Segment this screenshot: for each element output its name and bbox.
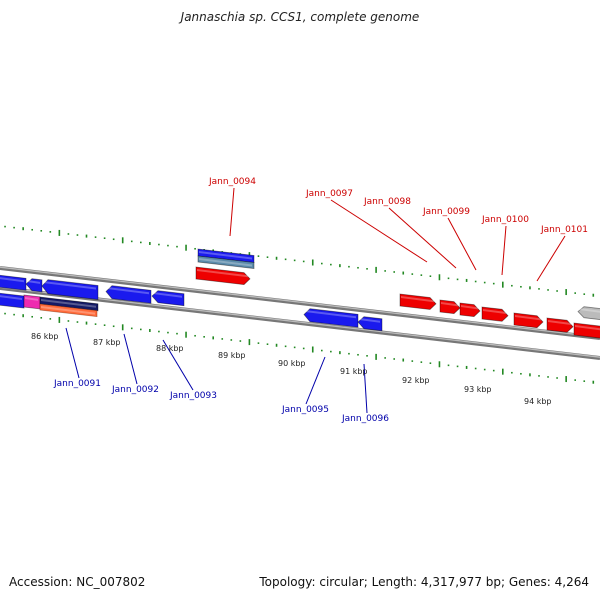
reverse-gene	[25, 278, 43, 293]
forward-gene	[439, 299, 461, 315]
genome-summary: Topology: circular; Length: 4,317,977 bp…	[259, 575, 589, 589]
reverse-gene-highlight	[305, 310, 356, 319]
upper-tick-row	[4, 225, 595, 297]
reverse-gene-highlight	[107, 287, 149, 295]
forward-gene-leader	[536, 235, 566, 282]
forward-gene-label[interactable]: Jann_0100	[481, 215, 529, 225]
reverse-gene-highlight	[0, 295, 22, 301]
reverse-gene	[303, 308, 359, 328]
dark-feature-highlight	[41, 299, 96, 308]
teal-feature-highlight	[199, 258, 252, 267]
scale-label: 90 kbp	[278, 359, 306, 368]
forward-gene-highlight	[515, 315, 541, 321]
orange-feature-highlight	[41, 306, 95, 315]
forward-gene-highlight	[401, 296, 434, 303]
forward-gene-label[interactable]: Jann_0098	[363, 197, 411, 207]
reverse-gene-leader	[363, 363, 368, 414]
genome-backbone	[0, 266, 600, 360]
reverse-gene-highlight	[199, 251, 252, 260]
reverse-gene-highlight	[359, 318, 380, 323]
reverse-gene-label[interactable]: Jann_0093	[169, 391, 217, 401]
gene-label-leaders	[65, 187, 566, 414]
forward-gene-highlight	[548, 320, 571, 326]
forward-gene-leader	[501, 225, 507, 276]
scale-label: 89 kbp	[218, 351, 246, 360]
scale-label: 93 kbp	[464, 385, 492, 394]
reverse-gene	[41, 279, 99, 300]
scale-label: 91 kbp	[340, 367, 368, 376]
reverse-gene-leader	[123, 333, 138, 385]
lower-tick-row	[4, 312, 595, 384]
forward-gene	[546, 317, 574, 333]
scale-label: 88 kbp	[156, 344, 184, 353]
reverse-gene-label[interactable]: Jann_0096	[341, 414, 389, 424]
gene-features	[0, 248, 600, 339]
forward-gene-highlight	[483, 309, 506, 315]
dark-feature	[39, 296, 99, 312]
scale-label: 87 kbp	[93, 338, 121, 347]
forward-gene-label[interactable]: Jann_0099	[422, 207, 470, 217]
reverse-gene-highlight	[0, 277, 24, 283]
forward-gene-label[interactable]: Jann_0101	[540, 225, 588, 235]
forward-gene-label[interactable]: Jann_0094	[208, 177, 256, 187]
teal-feature	[197, 255, 255, 269]
reverse-gene	[105, 285, 152, 304]
forward-gene	[459, 302, 481, 318]
gray-feature-highlight	[579, 308, 600, 313]
reverse-gene-label[interactable]: Jann_0092	[111, 385, 159, 395]
reverse-gene	[151, 290, 185, 307]
forward-gene-leader	[388, 207, 457, 269]
scale-label: 94 kbp	[524, 397, 552, 406]
orange-feature	[39, 303, 98, 318]
reverse-gene-label[interactable]: Jann_0091	[53, 379, 101, 389]
forward-gene	[195, 266, 251, 286]
forward-gene-highlight	[575, 325, 600, 331]
forward-gene	[481, 306, 509, 322]
forward-gene-highlight	[197, 269, 248, 278]
forward-gene	[573, 322, 600, 339]
reverse-gene	[357, 316, 383, 332]
reverse-gene	[0, 274, 27, 291]
reverse-gene-leader	[305, 356, 326, 405]
scale-label: 92 kbp	[402, 376, 430, 385]
reverse-gene-highlight	[153, 292, 182, 298]
genome-title: Jannaschia sp. CCS1, complete genome	[180, 10, 420, 24]
forward-gene-leader	[330, 199, 428, 263]
forward-gene	[513, 312, 544, 329]
reverse-gene-label[interactable]: Jann_0095	[281, 405, 329, 415]
reverse-gene-highlight	[43, 281, 96, 290]
reverse-gene-highlight	[27, 280, 40, 284]
forward-gene-leader	[447, 217, 477, 271]
pink-feature-highlight	[25, 297, 38, 301]
forward-gene-highlight	[441, 302, 458, 307]
reverse-gene-leader	[162, 339, 194, 391]
pink-feature	[23, 294, 41, 310]
reverse-gene	[0, 292, 25, 309]
gray-feature	[577, 306, 600, 320]
forward-gene	[399, 293, 437, 310]
accession-label: Accession: NC_007802	[9, 575, 146, 589]
forward-gene-label[interactable]: Jann_0097	[305, 189, 353, 199]
gene-labels: 86 kbp 87 kbp 88 kbp 89 kbp 90 kbp 91 kbp 92 k…	[31, 177, 588, 424]
scale-label: 86 kbp	[31, 332, 59, 341]
forward-gene-highlight	[461, 305, 478, 310]
forward-gene-leader	[229, 187, 235, 237]
reverse-gene-leader	[65, 327, 80, 379]
